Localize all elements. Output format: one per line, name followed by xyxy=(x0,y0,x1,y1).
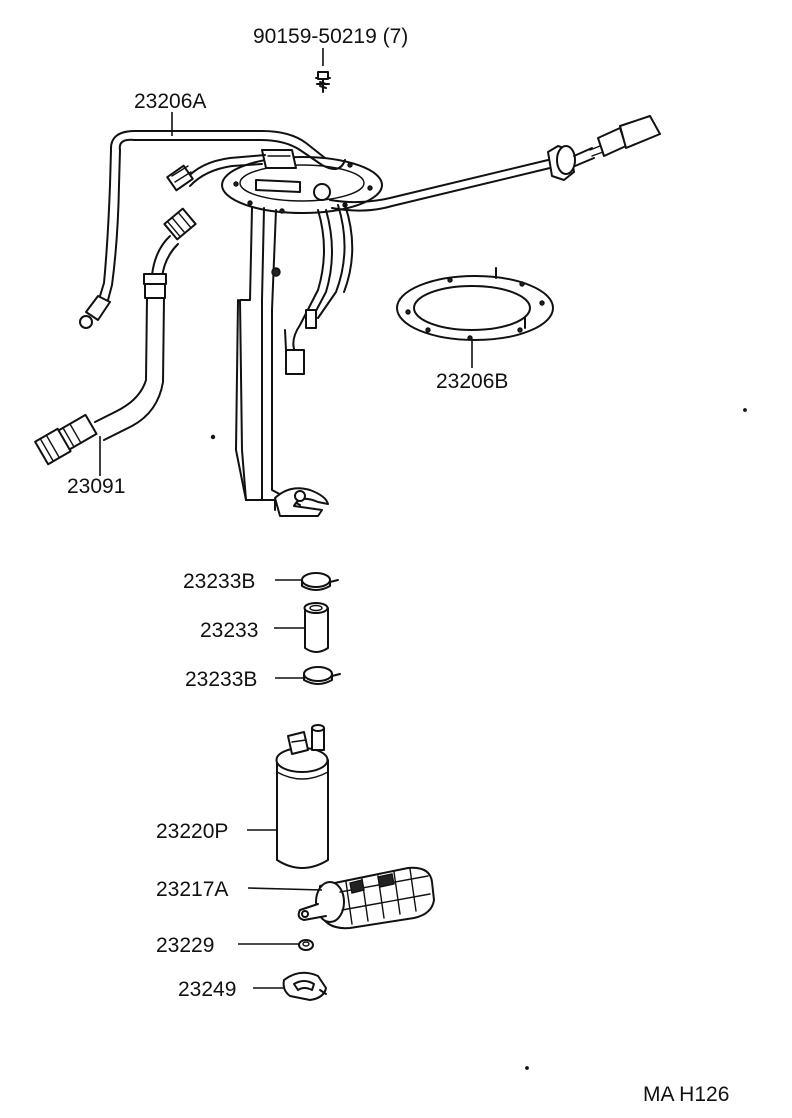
label-cushion: 23229 xyxy=(156,934,214,957)
pump-filter-part xyxy=(247,866,435,930)
label-clip: 23249 xyxy=(178,978,236,1001)
clamp-lower-part xyxy=(275,666,341,685)
label-gasket: 23206B xyxy=(436,370,508,393)
hose-part xyxy=(274,602,329,653)
tube-nut-upper xyxy=(166,164,194,192)
drawing-code: MA H126 xyxy=(643,1083,729,1106)
sender-gauge-assembly xyxy=(79,115,661,517)
label-clamp-lower: 23233B xyxy=(185,668,257,691)
label-sender-gauge: 23206A xyxy=(134,90,206,113)
label-fuel-pump: 23220P xyxy=(156,820,228,843)
scan-speck xyxy=(210,434,216,440)
cushion-part xyxy=(238,939,314,951)
label-fuel-hose: 23091 xyxy=(67,475,125,498)
label-pump-filter: 23217A xyxy=(156,878,228,901)
label-bolt: 90159-50219 (7) xyxy=(253,25,408,48)
clip-part xyxy=(253,971,327,1001)
clamp-upper-part xyxy=(275,572,339,591)
label-hose: 23233 xyxy=(200,619,258,642)
scan-speck xyxy=(525,1066,529,1070)
fuel-pump-part xyxy=(247,724,329,869)
label-clamp-upper: 23233B xyxy=(183,570,255,593)
bolt-part xyxy=(315,48,331,93)
scan-speck xyxy=(743,408,747,412)
fuel-hose-part xyxy=(34,207,197,476)
gasket-part xyxy=(396,267,554,368)
